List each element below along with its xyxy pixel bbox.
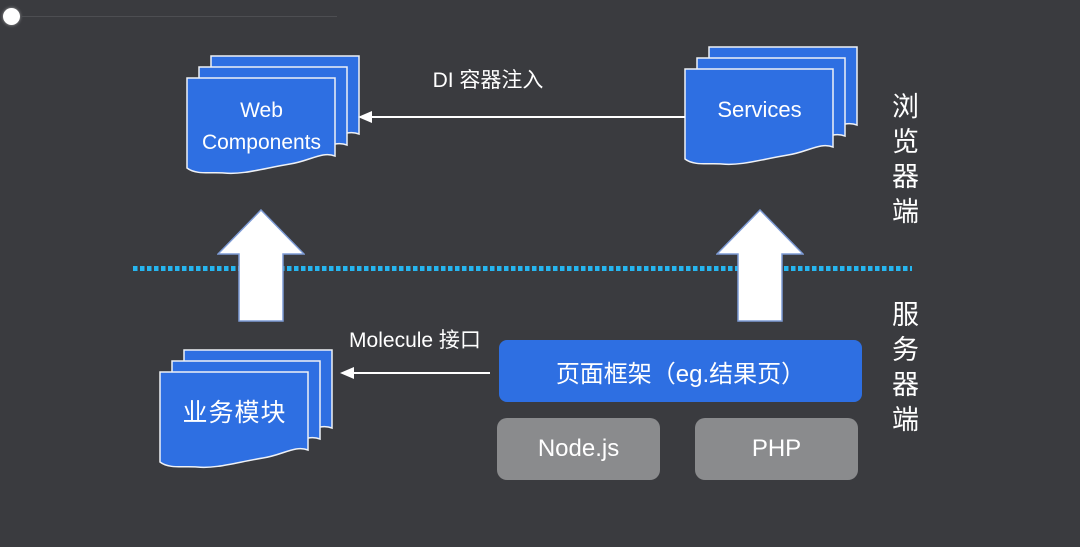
di-injection-label: DI 容器注入: [432, 69, 544, 92]
nodejs-box: Node.js: [497, 418, 660, 480]
services-label-text: Services: [717, 97, 802, 122]
biz-module-label-text: 业务模块: [182, 399, 287, 427]
molecule-api-arrow-line: [352, 372, 490, 374]
page-frame-box: 页面框架（eg.结果页）: [499, 340, 862, 402]
web-components-label-line1: Web: [240, 99, 283, 122]
slide-bullet-dot: [3, 8, 20, 25]
web-components-label: Web Components: [187, 78, 336, 168]
browser-side-label: 浏览器端: [888, 92, 918, 232]
php-label: PHP: [751, 435, 802, 462]
up-block-arrow-left-icon: [217, 209, 305, 322]
di-injection-arrow-line: [370, 116, 685, 118]
molecule-api-label: Molecule 接口: [349, 329, 481, 352]
services-label: Services: [685, 69, 834, 151]
page-frame-label: 页面框架（eg.结果页）: [555, 360, 806, 388]
browser-server-divider-dashed-line: [133, 266, 912, 271]
web-components-label-line2: Components: [201, 131, 322, 154]
server-side-label: 服务器端: [888, 300, 918, 440]
php-box: PHP: [695, 418, 858, 480]
nodejs-label: Node.js: [537, 435, 620, 462]
biz-module-card-stack: 业务模块: [159, 349, 333, 476]
molecule-api-arrowhead-icon: [340, 367, 354, 379]
top-divider-line: [22, 16, 337, 17]
di-injection-arrowhead-icon: [358, 111, 372, 123]
web-components-card-stack: Web Components: [186, 55, 360, 182]
services-card-stack: Services: [684, 46, 858, 173]
biz-module-label: 业务模块: [160, 372, 309, 454]
up-block-arrow-right-icon: [716, 209, 804, 322]
